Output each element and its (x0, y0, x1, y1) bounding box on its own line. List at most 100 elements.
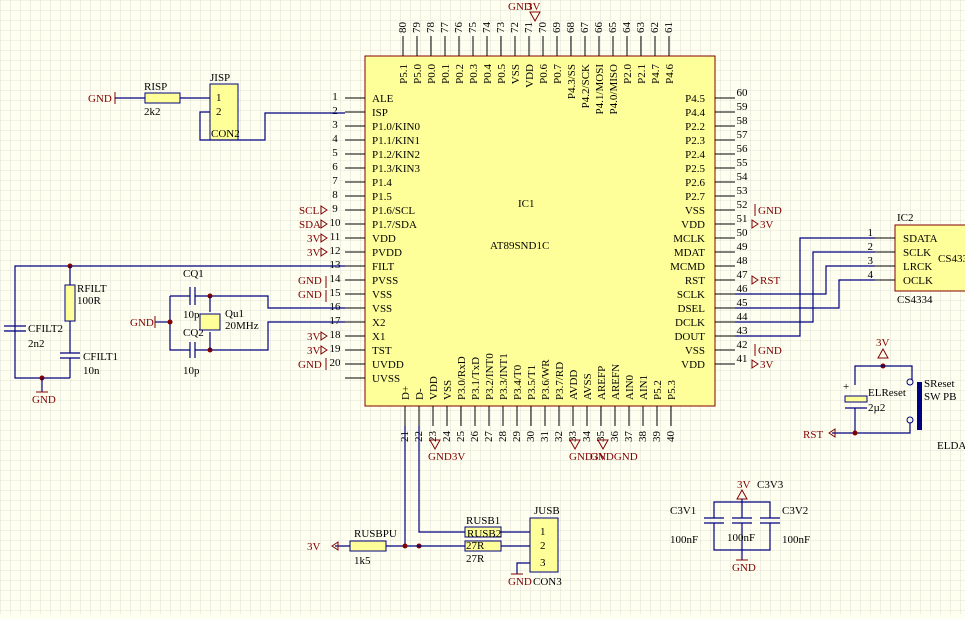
ic1-pin-name: P1.2/KIN2 (372, 149, 420, 161)
elreset-ref: ELReset (868, 387, 906, 399)
ic1-pin-number: 44 (737, 311, 749, 323)
ic1-pin-number: 77 (439, 22, 451, 34)
ic1-pin-number: 78 (425, 22, 437, 34)
ic1-pin-number: 54 (737, 171, 749, 183)
net-arrow-icon (320, 219, 328, 229)
ic2-pin-number: 2 (868, 241, 874, 253)
ic2-pin-name: OCLK (903, 275, 933, 287)
ic1-pin-number: 69 (551, 22, 563, 34)
net-gnd: GND (758, 205, 782, 217)
ic1-pin-number: 31 (539, 431, 551, 442)
connector-jusb[interactable] (529, 517, 559, 573)
ic1-pin-number: 17 (330, 315, 342, 327)
ic1-pin-number: 35 (595, 431, 607, 443)
net-gnd: GND (32, 394, 56, 406)
cq1-value: 10p (183, 309, 200, 321)
ic1-pin-name: D- (414, 388, 426, 400)
cq2-ref: CQ2 (183, 327, 204, 339)
ic1-pin-number: 6 (332, 161, 338, 173)
ic1-pin-number: 12 (330, 245, 341, 257)
ic1-pin-name: P2.0 (622, 64, 634, 84)
rusb1-ref: RUSB1 (466, 515, 500, 527)
power-arrow-icon (331, 541, 339, 551)
c3v1-value: 100nF (670, 534, 698, 546)
ic1-pin-name: DOUT (674, 331, 705, 343)
power-arrow-icon (320, 331, 328, 341)
ic1-pin-number: 79 (411, 22, 423, 34)
ic1-pin-name: P3.5/T1 (526, 365, 538, 400)
ic1-pin-number: 23 (427, 431, 439, 443)
net-scl: SCL (299, 205, 319, 217)
usb-section: 3V RUSBPU 1k5 RUSB1 RUSB2 27R 27R JUSB 1… (307, 426, 562, 588)
ic1-pin-name: P2.5 (685, 163, 705, 175)
switch-contact (906, 378, 914, 386)
jusb-ref: JUSB (534, 505, 560, 517)
net-gnd: GND (130, 317, 154, 329)
ic1-pin-name: P3.3/INT1 (498, 353, 510, 400)
ic2-pin-name: SCLK (903, 247, 931, 259)
ic2-part: CS4334 (897, 294, 933, 306)
ic1-pin-number: 74 (481, 22, 493, 34)
ic1-pin-number: 27 (483, 431, 495, 443)
ic1-net-flags: GND 3V SCL SDA 3V 3V GND GND 3V 3V GND G… (298, 1, 782, 463)
ic1-pin-name: AVDD (568, 370, 580, 400)
ic1-pin-number: 45 (737, 297, 749, 309)
ic1-pin-number: 76 (453, 22, 465, 34)
rusb2-value: 27R (466, 553, 485, 565)
edge-label: ELDA (937, 440, 965, 452)
cfilt2-ref: CFILT2 (28, 323, 63, 335)
resistor-rfilt[interactable] (64, 284, 76, 322)
c3v2-value: 100nF (782, 534, 810, 546)
ic1-pin-name: AREFP (596, 366, 608, 400)
ic2-pin-number: 3 (868, 255, 874, 267)
resistor-rusbpu[interactable] (349, 540, 387, 552)
elreset-value: 2µ2 (868, 402, 885, 414)
ic1-pin-name: P4.1/MOSI (594, 64, 606, 115)
ic1-pin-number: 39 (651, 431, 663, 443)
ic2-pin-name: LRCK (903, 261, 932, 273)
ic1-body[interactable] (364, 55, 716, 407)
net-gnd: GND (298, 289, 322, 301)
ic1-pin-name: P4.2/SCK (580, 64, 592, 108)
power-arrow-icon (751, 219, 759, 229)
sreset-ref: SReset (924, 378, 955, 390)
ic1-pin-number: 46 (737, 283, 749, 295)
net-3v: 3V (307, 541, 321, 553)
ic1-pin-name: MDAT (674, 247, 705, 259)
ic2-body[interactable] (894, 224, 965, 292)
jisp-pin-1: 1 (216, 92, 222, 104)
rusb2-ref: RUSB2 (467, 528, 501, 540)
capacitor-elreset[interactable] (844, 395, 868, 403)
ic1-pin-name: P2.1 (636, 64, 648, 84)
net-3v: 3V (307, 247, 321, 259)
crystal-qu1[interactable] (199, 313, 221, 331)
ic1-pin-number: 73 (495, 22, 507, 34)
ic1-pin-number: 2 (332, 105, 338, 117)
ic1-pin-name: P1.3/KIN3 (372, 163, 420, 175)
power-arrow-icon (320, 345, 328, 355)
resistor-risp[interactable] (144, 92, 181, 104)
power-arrow-icon (751, 359, 759, 369)
ic1-pin-name: VSS (442, 380, 454, 400)
net-gnd: GND (508, 576, 532, 588)
net-arrow-icon (751, 275, 759, 285)
ic1-pin-name: AVSS (582, 373, 594, 400)
ic1-pin-number: 34 (581, 431, 593, 443)
ic2-ref: IC2 (897, 212, 914, 224)
net-gnd: GND (298, 275, 322, 287)
ic1-pin-name: P0.3 (468, 64, 480, 84)
ic1-pin-name: P3.1/TxD (470, 357, 482, 400)
ic1-pin-name: P2.7 (685, 191, 705, 203)
crystal-section: CQ1 10p CQ2 10p GND Qu1 20MHz (130, 268, 345, 377)
sreset-value: SW PB (924, 391, 957, 403)
cq1-ref: CQ1 (183, 268, 204, 280)
ic1-pin-number: 37 (623, 431, 635, 443)
ic1-pin-name: P5.2 (652, 380, 664, 400)
ic1-pin-number: 5 (332, 147, 338, 159)
ic1-pin-name: X2 (372, 317, 385, 329)
ic1-pin-number: 60 (737, 87, 749, 99)
ic1-pin-name: P2.3 (685, 135, 705, 147)
switch-sreset[interactable] (917, 382, 922, 430)
net-3v: 3V (307, 233, 321, 245)
